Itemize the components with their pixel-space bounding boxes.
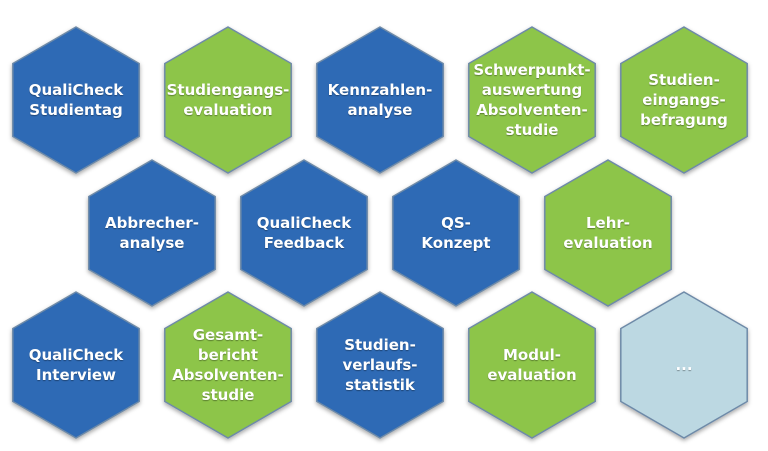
hexagon-tile [468, 291, 596, 439]
hexagon-tile [164, 291, 292, 439]
hexagon-tile [316, 291, 444, 439]
hexagon-tile [12, 26, 140, 174]
hexagon-tile [12, 291, 140, 439]
hexagon-tile [620, 26, 748, 174]
hexagon-tile [544, 159, 672, 307]
hexagon-tile [620, 291, 748, 439]
hexagon-tile [240, 159, 368, 307]
hexagon-tile [316, 26, 444, 174]
hexagon-tile [88, 159, 216, 307]
hexagon-tile [392, 159, 520, 307]
hexagon-tile [164, 26, 292, 174]
hexagon-tile [468, 26, 596, 174]
